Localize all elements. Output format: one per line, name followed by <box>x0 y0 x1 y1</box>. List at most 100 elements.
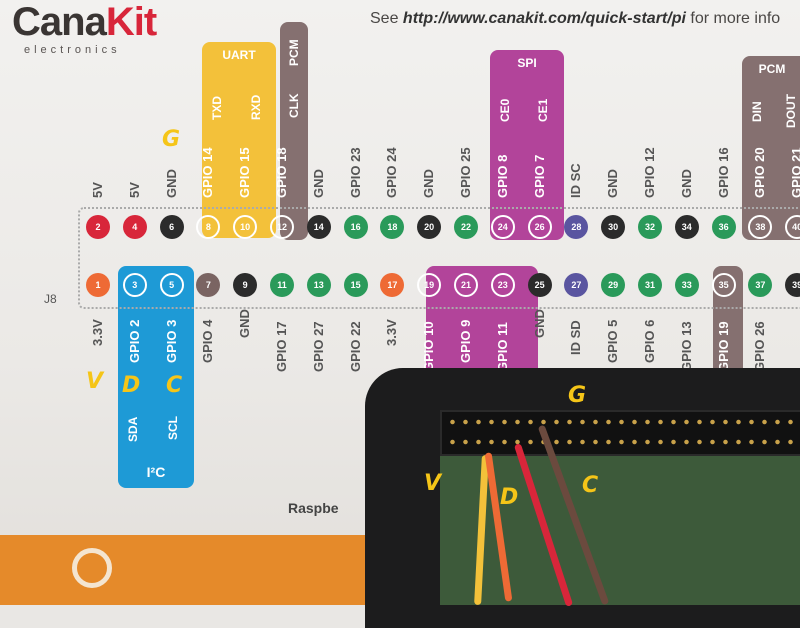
pin-23: 23 <box>490 273 515 297</box>
url-note: See http://www.canakit.com/quick-start/p… <box>370 10 780 28</box>
pin-label-33: GPIO 13 <box>678 320 694 372</box>
url-suffix: for more info <box>690 10 781 27</box>
pin-7: 7 <box>196 273 221 297</box>
pin-11: 11 <box>270 273 294 297</box>
pin-25: 25 <box>527 273 552 297</box>
pin-9: 9 <box>233 273 258 297</box>
pin-label-28: ID SC <box>568 163 584 198</box>
pin-3: 3 <box>122 273 147 297</box>
pin-label-1: 3.3V <box>90 319 105 346</box>
pcm2-label: PCM <box>758 62 786 76</box>
uart-group <box>202 42 276 238</box>
url-text: http://www.canakit.com/quick-start/pi <box>402 10 686 27</box>
pin-label-19: GPIO 10 <box>421 320 437 372</box>
canakit-logo: CanaKit <box>12 0 157 44</box>
pin-label-36: GPIO 16 <box>715 147 731 198</box>
header-label: J8 <box>44 292 57 306</box>
pin-label-32: GPIO 12 <box>642 147 657 198</box>
pin-label-18: GPIO 24 <box>384 147 400 198</box>
circle-logo-icon <box>72 548 112 588</box>
pin-label-5: GPIO 3 <box>163 319 179 363</box>
pin-27: 27 <box>564 273 589 297</box>
i2c-group <box>118 266 194 488</box>
pin-2: 2 <box>86 215 110 239</box>
pin-24: 24 <box>490 215 515 239</box>
orange-band <box>0 535 380 605</box>
pin-label-17: 3.3V <box>384 319 400 346</box>
pin-label-27: ID SD <box>568 319 584 355</box>
clk-label: CLK <box>287 93 301 118</box>
pin-label-24: GPIO 8 <box>494 154 510 198</box>
pin-22: 22 <box>454 215 478 239</box>
pin-17: 17 <box>380 273 405 297</box>
pin-30: 30 <box>601 215 626 239</box>
pin-40: 40 <box>785 215 800 239</box>
gpio-header-pins <box>440 410 800 456</box>
uart-label: UART <box>222 48 256 62</box>
pin-label-31: GPIO 6 <box>642 319 657 363</box>
annotation-g-card: G <box>162 127 181 152</box>
pin-31: 31 <box>638 273 662 297</box>
pin-33: 33 <box>674 273 699 297</box>
pin-label-37: GPIO 26 <box>752 320 768 372</box>
annotation-c-card: C <box>166 373 183 398</box>
i2c-label: I²C <box>146 464 166 480</box>
pin-13: 13 <box>306 273 331 297</box>
spi-bottom-group <box>426 266 538 376</box>
pin-label-15: GPIO 22 <box>347 320 363 372</box>
pin-38: 38 <box>748 215 773 239</box>
annotation-d-pi: D <box>500 485 519 510</box>
scl-label: SCL <box>166 416 180 440</box>
pin-label-6: GND <box>163 169 179 198</box>
pin-14: 14 <box>306 215 331 239</box>
ce0-label: CE0 <box>498 98 512 122</box>
pin-label-26: GPIO 7 <box>531 154 547 198</box>
pin-4: 4 <box>122 215 147 239</box>
pin-12: 12 <box>270 215 294 239</box>
pin-39: 39 <box>785 273 800 297</box>
pin-28: 28 <box>564 215 589 239</box>
logo-text-a: Cana <box>12 0 107 44</box>
pin-label-8: GPIO 14 <box>200 147 216 198</box>
pin-label-38: GPIO 20 <box>752 147 768 198</box>
pcm-clk-group <box>280 22 308 240</box>
pin-label-3: GPIO 2 <box>126 319 142 363</box>
pin-18: 18 <box>380 215 405 239</box>
pin-label-16: GPIO 23 <box>347 147 363 198</box>
pin-36: 36 <box>711 215 736 239</box>
pin-label-12: GPIO 18 <box>274 147 289 198</box>
pin-26: 26 <box>527 215 552 239</box>
pcm-data-group <box>742 56 800 240</box>
pin-label-11: GPIO 17 <box>274 320 289 372</box>
annotation-c-pi: C <box>582 473 599 498</box>
pin-label-21: GPIO 9 <box>458 319 473 363</box>
rxd-label: RXD <box>249 94 263 120</box>
pin-label-30: GND <box>605 169 621 198</box>
dout-label: DOUT <box>784 94 798 128</box>
pin-20: 20 <box>417 215 442 239</box>
din-label: DIN <box>750 101 764 122</box>
pin-6: 6 <box>159 215 184 239</box>
spi-label: SPI <box>517 56 537 70</box>
pin-8: 8 <box>196 215 221 239</box>
pin-10: 10 <box>233 215 258 239</box>
pin-label-29: GPIO 5 <box>605 319 621 363</box>
annotation-v-card: V <box>86 369 104 394</box>
annotation-g-pi: G <box>568 383 587 408</box>
pin-label-23: GPIO 11 <box>494 321 510 372</box>
pin-19: 19 <box>417 273 442 297</box>
pin-label-20: GND <box>421 169 437 198</box>
logo-text-b: Kit <box>105 0 157 44</box>
annotation-v-pi: V <box>424 471 442 496</box>
pin-label-40: GPIO 21 <box>789 147 800 198</box>
pin-32: 32 <box>638 215 662 239</box>
pin-label-13: GPIO 27 <box>310 320 326 372</box>
pin-label-35: GPIO 19 <box>715 320 731 372</box>
pin-label-34: GND <box>678 169 694 198</box>
gpio-reference-card: CanaKit electronics See http://www.canak… <box>0 0 800 605</box>
pin-37: 37 <box>748 273 773 297</box>
header-outline <box>78 207 800 309</box>
pin-label-14: GND <box>310 169 326 198</box>
board-text: Raspbe <box>288 500 339 516</box>
pin-29: 29 <box>601 273 626 297</box>
